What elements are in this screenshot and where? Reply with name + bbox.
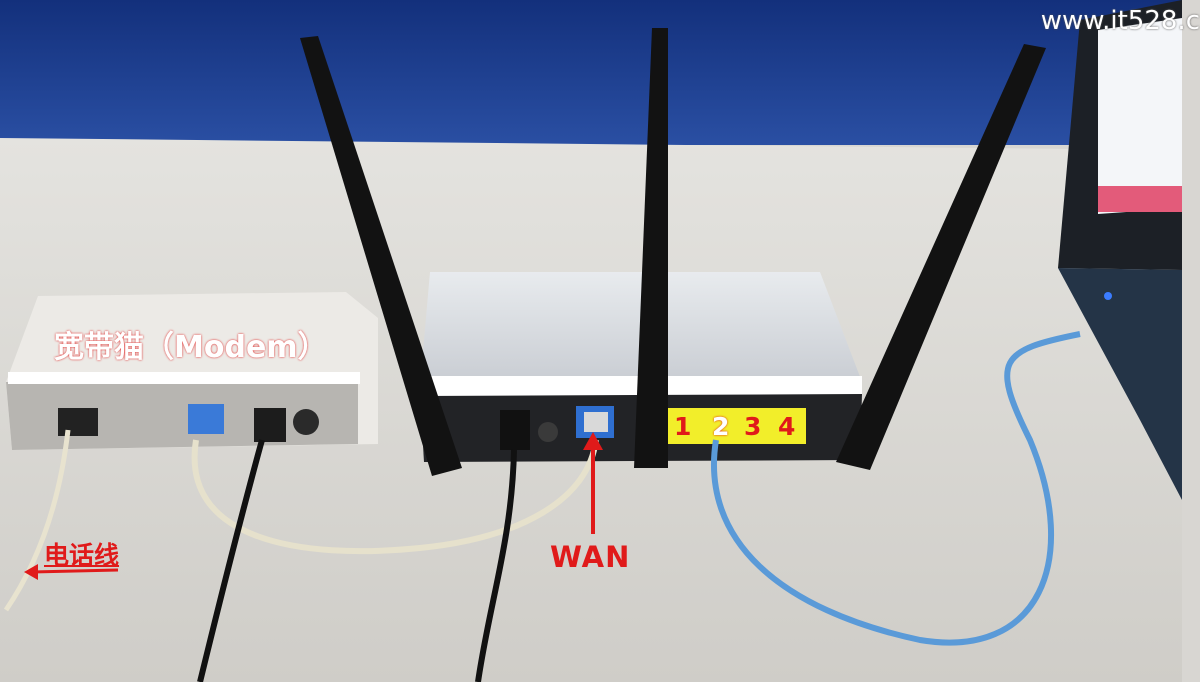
- watermark: www.it528.c: [1040, 6, 1200, 36]
- lan-port-2-label: 2: [712, 412, 730, 441]
- antenna-left: [300, 36, 462, 476]
- modem: [6, 292, 378, 450]
- phone-line-label: 电话线: [44, 541, 120, 570]
- phone-line-arrow-head: [24, 564, 38, 580]
- laptop: [1058, 0, 1182, 500]
- modem-power-cable: [197, 439, 265, 682]
- lan-port-3-label: 3: [744, 412, 762, 441]
- lan-port-4-label: 4: [778, 412, 796, 441]
- router-power-cable: [475, 449, 517, 682]
- antenna-right: [836, 44, 1046, 470]
- blue-wall: [0, 0, 1182, 145]
- antenna-middle: [634, 28, 668, 468]
- lan-cable: [711, 331, 1081, 646]
- phone-line-arrow: [31, 568, 119, 574]
- modem-label: 宽带猫（Modem）: [54, 330, 328, 365]
- wan-arrow-head: [583, 432, 603, 450]
- wan-cable: [191, 439, 599, 555]
- lan-port-1-label: 1: [674, 412, 692, 441]
- wan-port-label: WAN: [550, 540, 631, 574]
- phone-cable: [3, 429, 71, 612]
